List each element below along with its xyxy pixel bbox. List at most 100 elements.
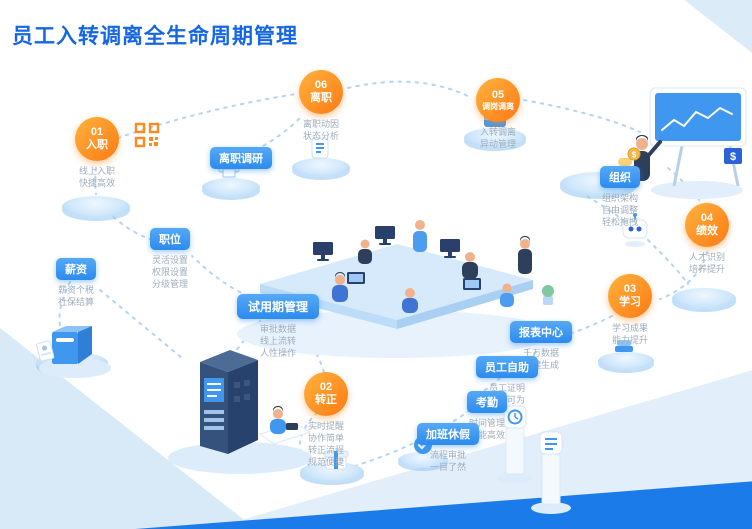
stage-03-badge: 03 学习 bbox=[608, 274, 652, 318]
desc-line: 快捷高效 bbox=[78, 178, 115, 189]
platform-performance bbox=[672, 288, 736, 309]
desc-line: 轻松拖拽 bbox=[601, 217, 638, 228]
stage-05-badge: 05 调岗调离 bbox=[476, 78, 520, 122]
module-desc: 薪资个税 社保结算 bbox=[58, 284, 94, 308]
module-pill: 职位 bbox=[150, 228, 190, 250]
stage-03-learning: 03 学习 学习成果 能力提升 bbox=[588, 274, 672, 346]
module-probation: 试用期管理 审批数据 线上流转 人性操作 bbox=[236, 294, 320, 359]
desc-line: 人才识别 bbox=[688, 252, 725, 262]
desc-line: 权限设置 bbox=[151, 267, 188, 278]
module-pill: 组织 bbox=[600, 166, 640, 188]
desc-line: 千万数据 bbox=[522, 348, 559, 358]
stage-number: 02 bbox=[319, 381, 333, 394]
module-pill: 报表中心 bbox=[510, 321, 572, 343]
desc-line: 线上流转 bbox=[259, 336, 296, 347]
desc-line: 入转调离 bbox=[479, 127, 516, 137]
module-salary: 薪资 薪资个税 社保结算 bbox=[34, 258, 118, 308]
screen-chart-icon bbox=[655, 93, 741, 141]
desc-line: 一目了然 bbox=[429, 462, 466, 473]
page-title: 员工入转调离全生命周期管理 bbox=[12, 25, 298, 48]
module-desc: 流程审批 一目了然 bbox=[430, 449, 466, 473]
desc-line: 离职动因 bbox=[302, 119, 339, 129]
plant-icon bbox=[542, 285, 554, 305]
module-position: 职位 灵活设置 权限设置 分级管理 bbox=[128, 228, 212, 290]
desc-line: 人性操作 bbox=[259, 348, 296, 359]
module-pill: 离职调研 bbox=[210, 147, 272, 169]
stage-label: 离职 bbox=[310, 92, 332, 104]
module-desc: 千万数据 一键生成 bbox=[523, 347, 559, 371]
desc-line: 实时提醒 bbox=[307, 421, 344, 431]
stage-desc: 学习成果 能力提升 bbox=[612, 322, 648, 346]
module-desc: 组织架构 自由调整 轻松拖拽 bbox=[602, 192, 638, 228]
stage-desc: 实时提醒 协作简单 转正流程 规范便捷 bbox=[308, 420, 344, 469]
desc-line: 一键生成 bbox=[522, 360, 559, 371]
desc-line: 协作简单 bbox=[307, 433, 344, 444]
desc-line: 自由调整 bbox=[601, 205, 638, 216]
desc-line: 组织架构 bbox=[601, 193, 638, 203]
book-icon bbox=[615, 340, 633, 352]
desc-line: 培养提升 bbox=[688, 264, 725, 275]
module-pill: 员工自助 bbox=[476, 356, 538, 378]
stage-label: 调岗调离 bbox=[482, 101, 514, 111]
desc-line: 流程审批 bbox=[429, 450, 466, 460]
platform-learning bbox=[598, 352, 654, 370]
stage-desc: 离职动因 状态分析 bbox=[303, 118, 339, 142]
document-icon bbox=[311, 137, 329, 159]
id-card-icon bbox=[36, 340, 55, 362]
monitor-icon bbox=[313, 226, 481, 290]
module-desc: 审批数据 线上流转 人性操作 bbox=[260, 323, 296, 359]
desc-line: 分级管理 bbox=[151, 279, 188, 290]
stage-01-onboarding: 01 入职 线上入职 快捷高效 bbox=[55, 117, 139, 189]
report-pedestal-icon bbox=[539, 431, 563, 505]
module-organization: 组织 组织架构 自由调整 轻松拖拽 bbox=[578, 166, 662, 228]
desc-line: 审批数据 bbox=[259, 324, 296, 334]
desc-line: 社保结算 bbox=[57, 297, 94, 308]
platform-transfer bbox=[464, 128, 526, 148]
module-pill: 加班休假 bbox=[417, 423, 479, 445]
dollar-cube-icon: $ bbox=[724, 148, 742, 164]
stage-label: 转正 bbox=[315, 394, 337, 406]
stage-01-badge: 01 入职 bbox=[75, 117, 119, 161]
desc-line: 灵活设置 bbox=[151, 255, 188, 265]
stage-02-regularization: 02 转正 实时提醒 协作简单 转正流程 规范便捷 bbox=[284, 372, 368, 469]
stage-number: 03 bbox=[623, 283, 637, 296]
desc-line: 线上入职 bbox=[78, 166, 115, 176]
stage-label: 入职 bbox=[86, 139, 108, 151]
module-desc: 灵活设置 权限设置 分级管理 bbox=[152, 254, 188, 290]
qr-code-icon bbox=[134, 122, 160, 148]
stage-number: 04 bbox=[700, 212, 714, 225]
module-pill: 薪资 bbox=[56, 258, 96, 280]
stage-06-badge: 06 离职 bbox=[299, 70, 343, 114]
svg-text:$: $ bbox=[730, 151, 736, 163]
stage-desc: 人才识别 培养提升 bbox=[689, 251, 725, 275]
stage-desc: 线上入职 快捷高效 bbox=[79, 165, 115, 189]
stage-05-transfer: 05 调岗调离 入转调离 异动管理 bbox=[456, 78, 540, 150]
module-exit-survey: 离职调研 bbox=[199, 147, 283, 169]
desc-line: 规范便捷 bbox=[307, 457, 344, 468]
presentation-board-illustration: $ $ bbox=[612, 87, 747, 199]
module-pill: 考勤 bbox=[467, 391, 507, 413]
stage-label: 学习 bbox=[619, 296, 641, 308]
svg-text:$: $ bbox=[632, 151, 637, 160]
desc-line: 状态分析 bbox=[302, 131, 339, 142]
stage-04-performance: 04 绩效 人才识别 培养提升 bbox=[665, 203, 749, 275]
desc-line: 转正流程 bbox=[307, 445, 344, 456]
platform-exit-survey bbox=[202, 178, 260, 197]
desc-line: 学习成果 bbox=[611, 323, 648, 333]
module-pill: 试用期管理 bbox=[236, 294, 319, 319]
desc-line: 薪资个税 bbox=[57, 285, 94, 295]
payroll-kiosk-icon bbox=[36, 326, 111, 378]
stage-desc: 入转调离 异动管理 bbox=[480, 126, 516, 150]
stage-04-badge: 04 绩效 bbox=[685, 203, 729, 247]
stage-number: 05 bbox=[491, 89, 505, 102]
module-overtime-leave: 加班休假 流程审批 一目了然 bbox=[406, 423, 490, 473]
robot-icon bbox=[622, 213, 648, 247]
stage-number: 06 bbox=[314, 79, 328, 92]
module-report-center: 报表中心 千万数据 一键生成 bbox=[499, 321, 583, 371]
stage-label: 绩效 bbox=[696, 225, 718, 237]
desc-line: 异动管理 bbox=[479, 139, 516, 150]
stage-number: 01 bbox=[90, 126, 104, 139]
platform-onboarding bbox=[62, 196, 130, 218]
platform-resignation bbox=[292, 158, 350, 177]
